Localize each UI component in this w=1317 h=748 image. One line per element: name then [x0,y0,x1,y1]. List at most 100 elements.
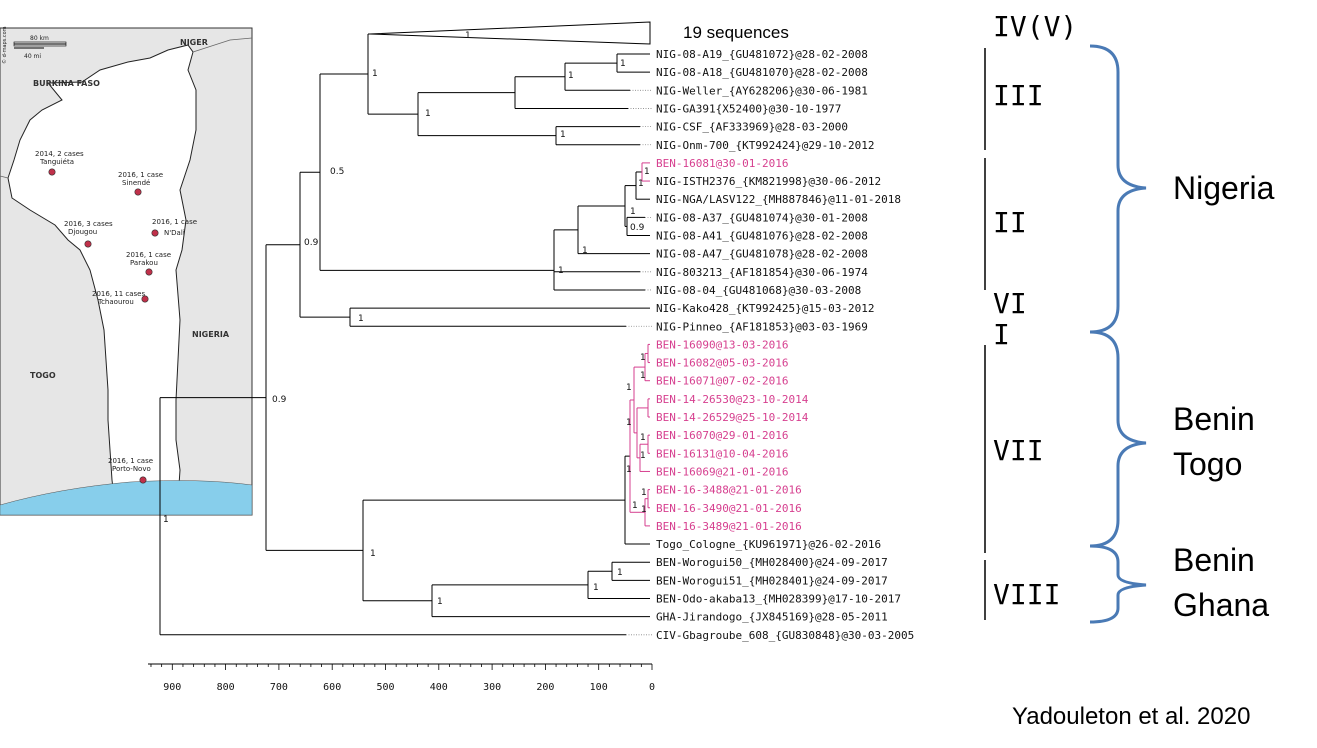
axis-tick-label: 100 [590,682,608,693]
axis-tick-label: 0 [649,682,655,693]
collapsed-clade-label: 19 sequences [683,23,789,42]
support-value: 1 [163,515,169,525]
sea [0,480,253,516]
leaf-label: BEN-16082@05-03-2016 [656,357,788,370]
svg-text:2016, 1 case: 2016, 1 case [152,218,197,226]
axis-tick-label: 600 [323,682,341,693]
support-value: 1 [640,371,646,381]
lineage-vi: VI [993,287,1027,320]
svg-text:2016, 1 case: 2016, 1 case [118,171,163,179]
case-sinende: 2016, 1 case Sinendé [118,171,163,196]
support-value: 1 [558,266,564,276]
axis-tick-label: 700 [270,682,288,693]
leaf-label: NIG-NGA/LASV122_{MH887846}@11-01-2018 [656,193,901,206]
support-value: 1 [370,549,376,559]
support-value: 1 [560,130,566,140]
label-nigeria: NIGERIA [192,330,230,339]
leaf-labels: NIG-08-A19_{GU481072}@28-02-2008NIG-08-A… [656,48,914,642]
support-value: 0.5 [330,167,344,177]
support-value: 1 [641,488,647,498]
collapsed-clade-triangle [369,21,651,45]
tree-branches-benin [629,162,650,527]
leaf-label: BEN-16131@10-04-2016 [656,447,788,460]
axis-tick-label: 800 [217,682,235,693]
leaf-label: NIG-08-A41_{GU481076}@28-02-2008 [656,230,868,243]
scale-mi: 40 mi [24,53,41,60]
scale-km: 80 km [30,35,49,42]
map-scale: 80 km 40 mi [13,35,67,60]
svg-text:Porto-Novo: Porto-Novo [112,465,151,473]
region-nigeria: Nigeria [1173,170,1275,206]
tree-branches [159,33,650,636]
brace-benin-togo [1089,330,1147,548]
leaf-label: BEN-16069@21-01-2016 [656,465,788,478]
lineage-iv-v: IV(V) [993,10,1077,43]
border-west [0,175,9,179]
support-value: 1 [640,433,646,443]
leaf-label: NIG-Weller_{AY628206}@30-06-1981 [656,84,868,97]
svg-text:Parakou: Parakou [130,259,158,267]
axis-tick-label: 300 [483,682,501,693]
leaf-label: NIG-08-A18_{GU481070}@28-02-2008 [656,66,868,79]
leaf-label: NIG-Pinneo_{AF181853}@03-03-1969 [656,320,868,333]
svg-text:N'Dali: N'Dali [164,229,185,237]
support-value: 1 [372,69,378,79]
case-markers: 2014, 2 cases Tanguiéta 2016, 1 case Sin… [35,150,197,484]
support-value: 1 [640,451,646,461]
leaf-label: BEN-16-3489@21-01-2016 [656,520,802,533]
support-value: 1 [644,167,650,177]
leaf-label: NIG-08-A47_{GU481078}@28-02-2008 [656,248,868,261]
label-togo: TOGO [30,371,56,380]
leaf-label: NIG-08-04_{GU481068}@30-03-2008 [656,284,861,297]
brace-benin-ghana [1089,544,1147,624]
support-value: 1 [626,383,632,393]
lineage-ii: II [993,206,1027,239]
svg-text:2014, 2 cases: 2014, 2 cases [35,150,84,158]
leaf-label: BEN-Odo-akaba13_{MH028399}@17-10-2017 [656,593,901,606]
leaf-label: BEN-16071@07-02-2016 [656,375,788,388]
axis-tick-label: 200 [536,682,554,693]
axis-tick-label: 500 [376,682,394,693]
region-benin-togo-2: Togo [1173,446,1242,482]
region-benin-ghana-1: Benin [1173,542,1255,578]
brace-nigeria [1089,44,1147,334]
leaf-label: BEN-16070@29-01-2016 [656,429,788,442]
lineage-labels: IV(V) III II VI I VII VIII [984,10,1077,620]
label-niger: NIGER [180,38,208,47]
support-value: 1 [465,31,471,41]
axis-tick-label: 900 [163,682,181,693]
support-value: 1 [626,465,632,475]
leaf-label: NIG-08-A19_{GU481072}@28-02-2008 [656,48,868,61]
leaf-label: NIG-GA391{X52400}@30-10-1977 [656,102,841,115]
support-value: 1 [641,505,647,515]
support-value: 1 [358,314,364,324]
svg-text:2016, 11 cases: 2016, 11 cases [92,290,145,298]
region-benin-ghana-2: Ghana [1173,587,1269,623]
support-value: 1 [640,353,646,363]
leaf-label: BEN-Worogui51_{MH028401}@24-09-2017 [656,574,888,587]
region-braces [1089,44,1147,624]
leaf-label: BEN-16090@13-03-2016 [656,338,788,351]
svg-text:2016, 1 case: 2016, 1 case [108,457,153,465]
leaf-connectors [626,89,652,636]
support-value: 0.9 [272,395,287,405]
support-value: 1 [626,418,632,428]
leaf-label: NIG-803213_{AF181854}@30-06-1974 [656,266,868,279]
support-value: 1 [437,597,443,607]
benin-map: 80 km 40 mi © d-maps.com NIGER BURKINA F… [0,26,253,516]
leaf-label: NIG-CSF_{AF333969}@28-03-2000 [656,121,848,134]
leaf-label: GHA-Jirandogo_{JX845169}@28-05-2011 [656,611,888,624]
case-porto-novo: 2016, 1 case Porto-Novo [108,457,153,484]
support-value: 1 [593,583,599,593]
case-tanguieta: 2014, 2 cases Tanguiéta [35,150,84,176]
leaf-label: BEN-16081@30-01-2016 [656,157,788,170]
support-value: 1 [632,501,638,511]
svg-text:Sinendé: Sinendé [122,179,150,187]
svg-text:2016, 1 case: 2016, 1 case [126,251,171,259]
svg-text:Tchaourou: Tchaourou [97,298,134,306]
svg-text:2016, 3 cases: 2016, 3 cases [64,220,113,228]
case-ndali: 2016, 1 case N'Dali [151,218,197,237]
